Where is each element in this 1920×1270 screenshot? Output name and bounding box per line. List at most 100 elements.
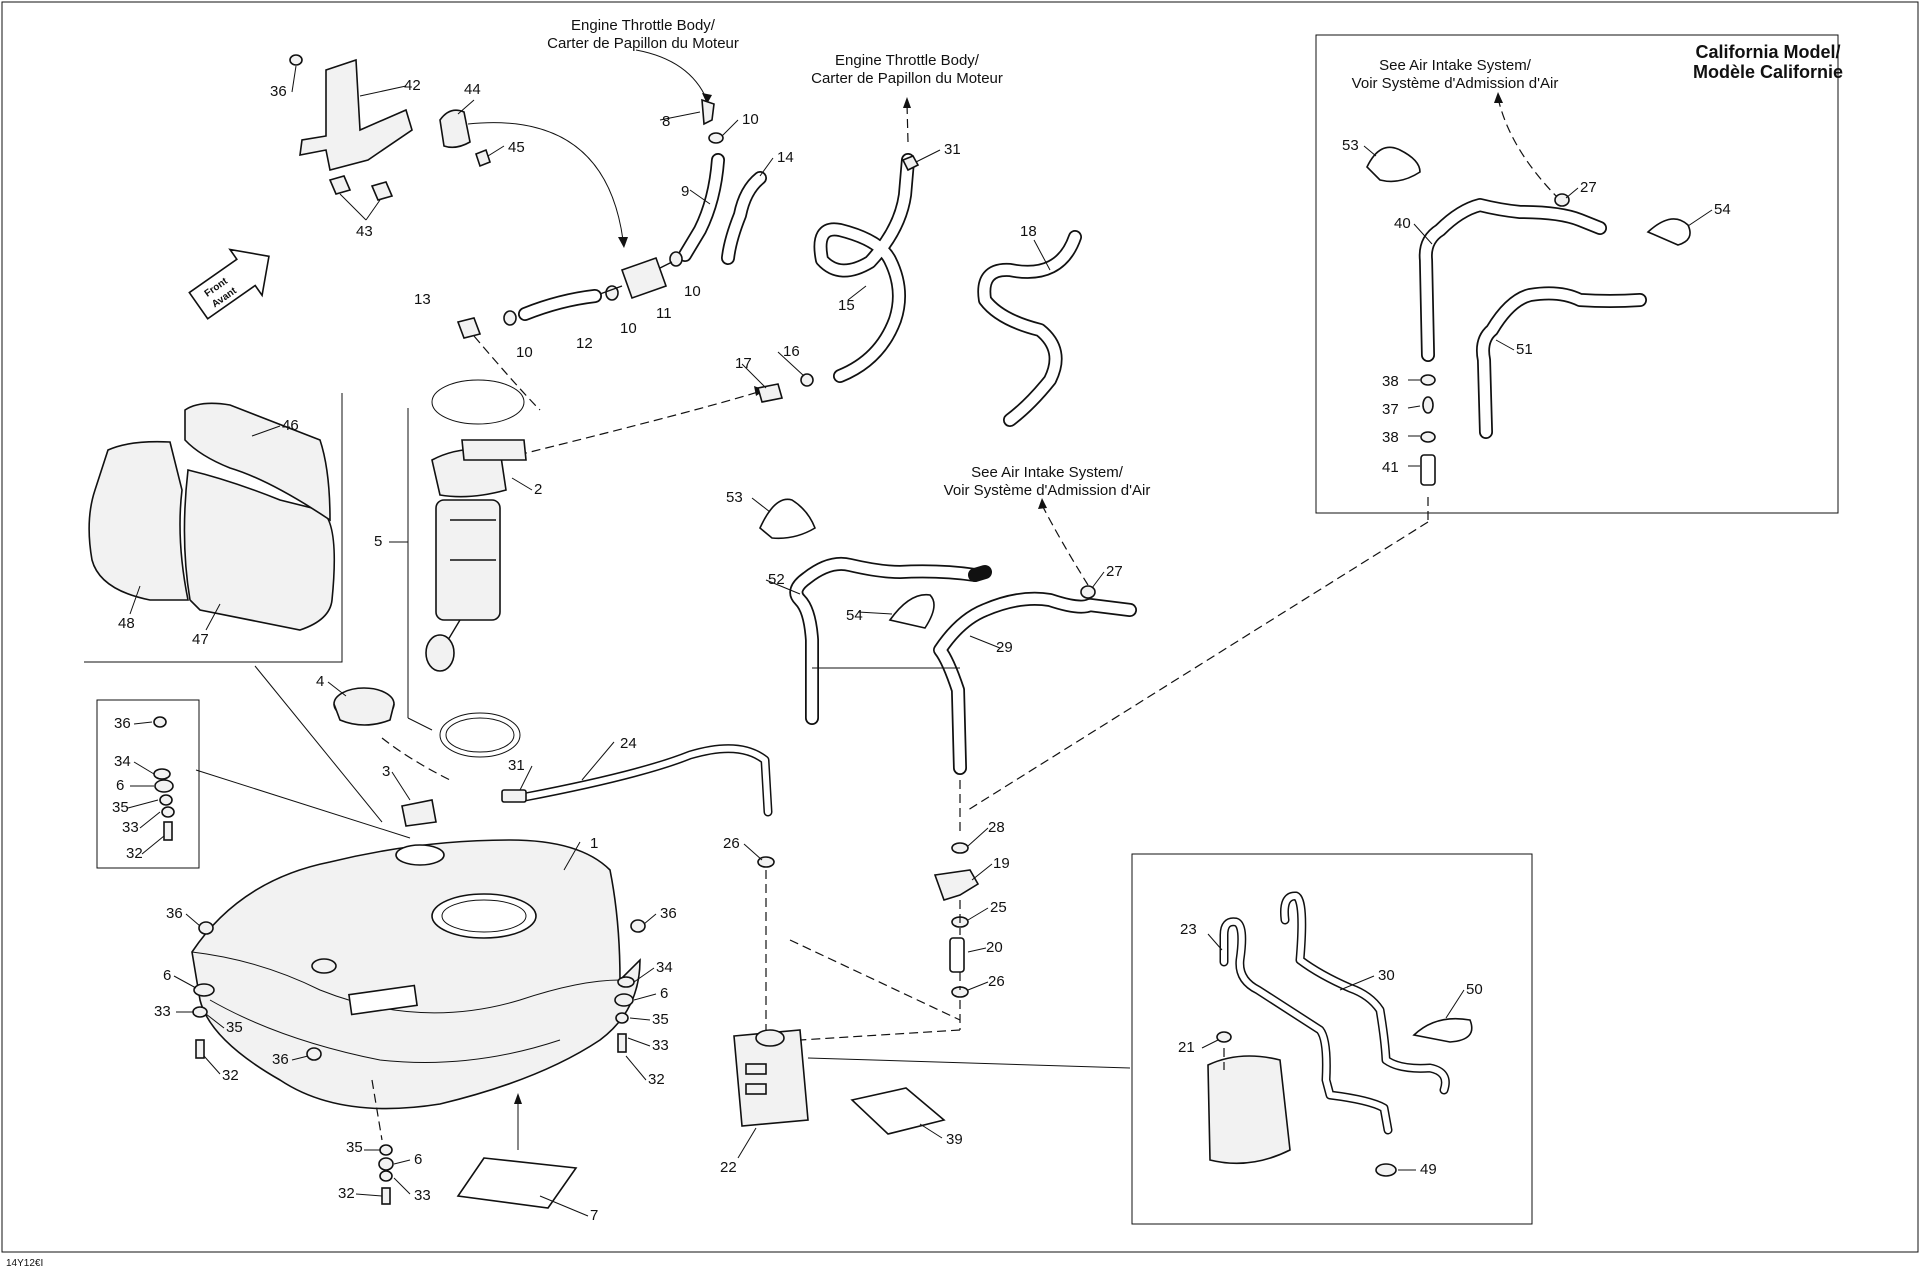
throttle-body-caption-2b: Carter de Papillon du Moteur	[811, 70, 1003, 87]
label-leaders	[127, 65, 1713, 1217]
svg-text:5: 5	[374, 533, 382, 550]
svg-text:47: 47	[192, 631, 209, 648]
svg-text:6: 6	[163, 967, 171, 984]
svg-text:27: 27	[1580, 179, 1597, 196]
svg-text:3: 3	[382, 763, 390, 780]
svg-text:45: 45	[508, 139, 525, 156]
svg-text:36: 36	[660, 905, 677, 922]
throttle-body-caption-1: Engine Throttle Body/	[571, 17, 716, 34]
svg-text:35: 35	[226, 1019, 243, 1036]
svg-text:24: 24	[620, 735, 637, 752]
bracket-assembly	[289, 54, 491, 201]
svg-text:10: 10	[620, 320, 637, 337]
svg-text:34: 34	[114, 753, 131, 770]
svg-text:30: 30	[1378, 967, 1395, 984]
svg-text:37: 37	[1382, 401, 1399, 418]
canister-inset-drawing	[1207, 1055, 1291, 1165]
svg-text:34: 34	[656, 959, 673, 976]
svg-text:40: 40	[1394, 215, 1411, 232]
svg-text:35: 35	[112, 799, 129, 816]
svg-text:32: 32	[338, 1185, 355, 1202]
svg-text:10: 10	[684, 283, 701, 300]
svg-text:13: 13	[414, 291, 431, 308]
svg-text:14: 14	[777, 149, 794, 166]
svg-text:48: 48	[118, 615, 135, 632]
svg-text:26: 26	[988, 973, 1005, 990]
california-model-inset	[1315, 34, 1839, 514]
svg-text:8: 8	[662, 113, 670, 130]
svg-text:51: 51	[1516, 341, 1533, 358]
rollover-valve	[933, 869, 980, 901]
svg-text:52: 52	[768, 571, 785, 588]
svg-text:36: 36	[166, 905, 183, 922]
svg-text:36: 36	[114, 715, 131, 732]
svg-text:29: 29	[996, 639, 1013, 656]
part-number-labels: 1 2 3 4 5 6 6 6 6 7 8 9 10 10 10 10 11 1…	[112, 77, 1731, 1224]
fuel-cap	[333, 687, 395, 726]
figure-code: 14Y12€I	[6, 1258, 43, 1269]
svg-text:38: 38	[1382, 429, 1399, 446]
svg-text:25: 25	[990, 899, 1007, 916]
svg-text:41: 41	[1382, 459, 1399, 476]
svg-text:36: 36	[270, 83, 287, 100]
svg-text:15: 15	[838, 297, 855, 314]
air-intake-caption-1b: Voir Système d'Admission d'Air	[944, 482, 1151, 499]
svg-text:31: 31	[944, 141, 961, 158]
svg-text:46: 46	[282, 417, 299, 434]
svg-text:33: 33	[122, 819, 139, 836]
svg-text:53: 53	[726, 489, 743, 506]
svg-text:6: 6	[660, 985, 668, 1002]
svg-text:4: 4	[316, 673, 324, 690]
svg-text:54: 54	[1714, 201, 1731, 218]
svg-text:10: 10	[742, 111, 759, 128]
svg-text:32: 32	[648, 1071, 665, 1088]
fuel-pump-module	[425, 379, 527, 672]
svg-text:28: 28	[988, 819, 1005, 836]
throttle-body-caption-2: Engine Throttle Body/	[835, 52, 980, 69]
svg-text:43: 43	[356, 223, 373, 240]
svg-text:20: 20	[986, 939, 1003, 956]
svg-text:54: 54	[846, 607, 863, 624]
charcoal-canister	[733, 1029, 809, 1127]
svg-text:53: 53	[1342, 137, 1359, 154]
svg-text:32: 32	[126, 845, 143, 862]
svg-text:21: 21	[1178, 1039, 1195, 1056]
svg-text:1: 1	[590, 835, 598, 852]
tank-mount-hardware	[153, 716, 646, 1205]
svg-text:27: 27	[1106, 563, 1123, 580]
california-model-title-b: Modèle Californie	[1693, 62, 1843, 82]
fuel-tank	[191, 839, 641, 1110]
svg-text:11: 11	[656, 305, 672, 322]
svg-text:33: 33	[414, 1187, 431, 1204]
svg-text:42: 42	[404, 77, 421, 94]
svg-text:23: 23	[1180, 921, 1197, 938]
svg-text:33: 33	[154, 1003, 171, 1020]
svg-text:9: 9	[681, 183, 689, 200]
heat-shields	[88, 402, 336, 631]
svg-text:31: 31	[508, 757, 525, 774]
svg-text:7: 7	[590, 1207, 598, 1224]
svg-text:10: 10	[516, 344, 533, 361]
air-intake-caption-1: See Air Intake System/	[971, 464, 1124, 481]
svg-text:16: 16	[783, 343, 800, 360]
svg-text:6: 6	[414, 1151, 422, 1168]
svg-text:33: 33	[652, 1037, 669, 1054]
air-intake-caption-2b: Voir Système d'Admission d'Air	[1352, 75, 1559, 92]
svg-text:49: 49	[1420, 1161, 1437, 1178]
svg-text:38: 38	[1382, 373, 1399, 390]
svg-text:12: 12	[576, 335, 593, 352]
svg-text:18: 18	[1020, 223, 1037, 240]
svg-text:6: 6	[116, 777, 124, 794]
svg-text:44: 44	[464, 81, 481, 98]
svg-text:35: 35	[346, 1139, 363, 1156]
heat-shield-inset-border	[84, 393, 343, 663]
svg-text:39: 39	[946, 1131, 963, 1148]
svg-text:22: 22	[720, 1159, 737, 1176]
throttle-body-caption-1b: Carter de Papillon du Moteur	[547, 35, 739, 52]
svg-text:19: 19	[993, 855, 1010, 872]
california-model-title: California Model/	[1695, 42, 1840, 62]
svg-text:17: 17	[735, 355, 752, 372]
air-intake-caption-2: See Air Intake System/	[1379, 57, 1532, 74]
